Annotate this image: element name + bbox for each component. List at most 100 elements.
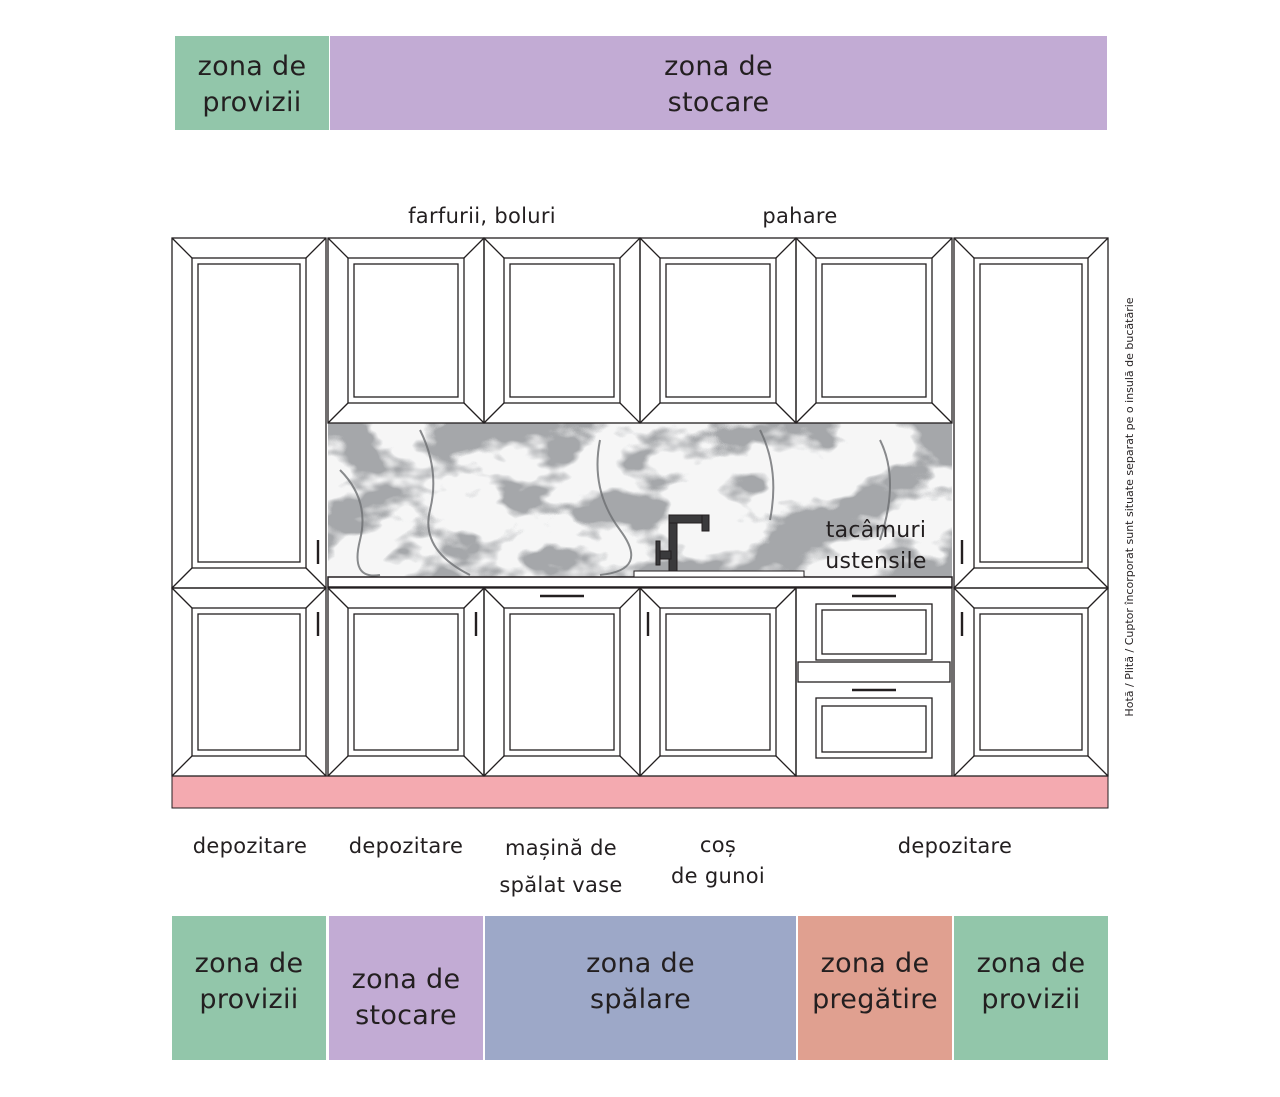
base-cabinet-6-corner-2 [953,755,975,777]
base-cabinet-dishwasher-corner-2 [483,755,505,777]
countertop [327,576,953,588]
base-cabinet-trash-corner-1 [775,587,797,609]
base-cabinet-1-corner-3 [305,755,327,777]
base-cabinet-2-corner-1 [463,587,485,609]
label-plates-bowls: farfurii, boluri [408,204,556,228]
wall-cabinet-2-inner [509,263,615,398]
tall-cabinet-left-corner-2 [171,567,193,589]
base-cabinet-dishwasher-corner-0 [483,587,505,609]
base-cabinet-2-corner-2 [327,755,349,777]
base-cabinet-dishwasher-bevel [503,607,621,757]
wall-cabinet-4 [795,237,953,424]
base-cabinet-6-inner [979,613,1083,751]
drawer-top-bevel [815,603,933,661]
base-cabinet-6-corner-0 [953,587,975,609]
tall-cabinet-right [953,237,1109,589]
wall-cabinet-3-inner [665,263,771,398]
drawer-unit [795,587,953,777]
bottom-zone-spalare: zona de spălare [485,916,796,1060]
base-cabinet-2-inner [353,613,459,751]
tall-cabinet-left-corner-3 [305,567,327,589]
wall-cabinet-4-corner-0 [795,237,817,259]
label-cutlery-utensils: tacâmuri ustensile [825,518,927,574]
faucet [633,514,805,578]
base-cabinet-dishwasher [483,587,641,777]
wall-cabinet-3-bevel [659,257,777,404]
base-cabinet-2-corner-0 [327,587,349,609]
wall-cabinet-1-corner-0 [327,237,349,259]
bottom-zone-provizii-right: zona de provizii [954,916,1108,1060]
tall-cabinet-left [171,237,327,589]
label-storage-2: depozitare [348,834,464,858]
base-cabinet-6 [953,587,1109,777]
wall-cabinet-1 [327,237,485,424]
base-cabinet-1-inner [197,613,301,751]
base-cabinet-1 [171,587,327,777]
tall-cabinet-right-corner-1 [1087,237,1109,259]
base-cabinet-trash-corner-2 [639,755,661,777]
base-cabinet-2 [327,587,485,777]
drawer-middle [797,661,951,683]
wall-cabinet-3-corner-2 [639,402,661,424]
tall-cabinet-right-corner-3 [1087,567,1109,589]
base-cabinet-1-corner-1 [305,587,327,609]
wall-cabinet-4-inner [821,263,927,398]
wall-cabinet-2-corner-2 [483,402,505,424]
bottom-zone-provizii-left: zona de provizii [172,916,326,1060]
base-cabinet-1-bevel [191,607,307,757]
base-cabinet-1-corner-0 [171,587,193,609]
side-note: Hotă / Plită / Cuptor încorporat sunt si… [1123,297,1136,717]
wall-cabinet-2-corner-3 [619,402,641,424]
drawer-top-inner [821,609,927,655]
base-cabinet-dishwasher-corner-1 [619,587,641,609]
wall-cabinet-3-corner-1 [775,237,797,259]
wall-cabinet-1-corner-1 [463,237,485,259]
drawer-bottom-inner [821,705,927,753]
base-cabinet-2-bevel [347,607,465,757]
base-cabinet-trash-corner-3 [775,755,797,777]
marble-dark-veins [339,429,891,577]
label-dishwasher: mașină de spălat vase [499,836,623,897]
base-cabinet-dishwasher-corner-3 [619,755,641,777]
base-cabinet-6-bevel [973,607,1089,757]
wall-cabinet-2-corner-1 [619,237,641,259]
wall-cabinet-3-corner-0 [639,237,661,259]
tall-cabinet-left-corner-0 [171,237,193,259]
label-storage-1: depozitare [192,834,308,858]
base-cabinet-trash-corner-0 [639,587,661,609]
top-zone-provizii: zona de provizii [175,36,329,130]
label-storage-3: depozitare [897,834,1013,858]
wall-cabinet-2 [483,237,641,424]
wall-cabinet-1-bevel [347,257,465,404]
bottom-zone-stocare: zona de stocare [329,916,483,1060]
tall-cabinet-right-corner-0 [953,237,975,259]
tall-cabinet-left-corner-1 [305,237,327,259]
base-cabinet-1-corner-2 [171,755,193,777]
wall-cabinet-4-bevel [815,257,933,404]
tall-cabinet-right-corner-2 [953,567,975,589]
label-glasses: pahare [762,204,838,228]
plinth [171,775,1109,809]
base-cabinet-6-corner-1 [1087,587,1109,609]
wall-cabinet-4-corner-1 [931,237,953,259]
tall-cabinet-left-inner [197,263,301,563]
tall-cabinet-right-bevel [973,257,1089,569]
wall-cabinet-1-corner-2 [327,402,349,424]
drawer-bottom-bevel [815,697,933,759]
wall-cabinet-3-corner-3 [775,402,797,424]
tall-cabinet-right-inner [979,263,1083,563]
wall-cabinet-4-corner-3 [931,402,953,424]
wall-cabinet-2-bevel [503,257,621,404]
top-zone-stocare: zona de stocare [330,36,1107,130]
wall-cabinet-4-corner-2 [795,402,817,424]
tall-cabinet-left-bevel [191,257,307,569]
wall-cabinet-2-corner-0 [483,237,505,259]
wall-cabinet-1-inner [353,263,459,398]
base-cabinet-dishwasher-inner [509,613,615,751]
base-cabinet-trash-bevel [659,607,777,757]
base-cabinet-trash-inner [665,613,771,751]
bottom-zone-pregatire: zona de pregătire [798,916,952,1060]
base-cabinet-2-corner-3 [463,755,485,777]
base-cabinet-6-corner-3 [1087,755,1109,777]
